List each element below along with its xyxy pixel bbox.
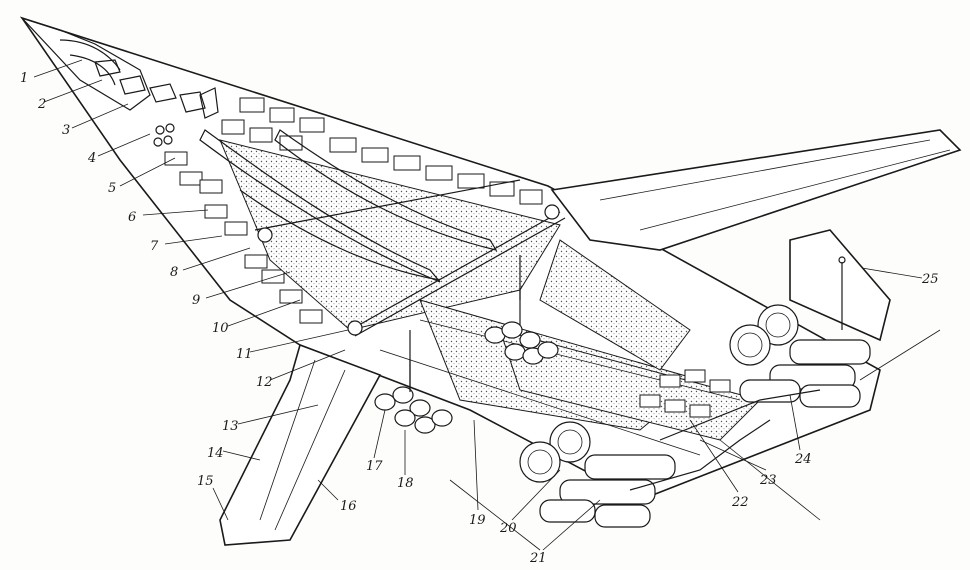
cockpit	[94, 59, 219, 147]
callout-14: 14	[207, 446, 224, 461]
callout-18: 18	[397, 476, 414, 491]
callout-15: 15	[197, 474, 214, 489]
rear-bays	[639, 369, 731, 418]
main-landing-gear-front	[484, 290, 559, 365]
callout-1: 1	[20, 71, 28, 86]
engines-lower	[519, 421, 676, 528]
callout-8: 8	[170, 265, 178, 280]
callout-12: 12	[256, 375, 273, 390]
callout-7: 7	[150, 239, 159, 254]
callout-20: 20	[499, 521, 517, 536]
callout-labels: 1 2 3 4 5 6 7 8 9 10 11 12 13 14 15 16 1…	[20, 71, 939, 566]
callout-24: 24	[794, 452, 812, 467]
callout-23: 23	[759, 473, 777, 488]
control-surfaces	[449, 329, 941, 551]
callout-4: 4	[87, 151, 96, 166]
callout-9: 9	[192, 293, 200, 308]
callout-10: 10	[212, 321, 229, 336]
callout-5: 5	[108, 181, 116, 196]
left-wing	[219, 343, 382, 546]
callout-leaders	[33, 59, 923, 551]
callout-19: 19	[469, 513, 486, 528]
structure-beams	[254, 179, 741, 456]
callout-16: 16	[340, 499, 357, 514]
callout-3: 3	[62, 123, 70, 138]
callout-22: 22	[731, 495, 749, 510]
callout-21: 21	[529, 551, 547, 566]
callout-25: 25	[921, 272, 939, 287]
right-wing	[550, 129, 962, 251]
equipment-bays-lower	[164, 151, 323, 324]
callout-13: 13	[222, 419, 239, 434]
main-landing-gear-rear	[374, 360, 453, 434]
callout-2: 2	[37, 97, 46, 112]
vertical-fin	[789, 229, 891, 342]
callout-17: 17	[366, 459, 383, 474]
equipment-bays-upper	[221, 97, 543, 205]
callout-11: 11	[236, 347, 253, 362]
engines-right	[729, 304, 871, 408]
callout-6: 6	[128, 210, 136, 225]
